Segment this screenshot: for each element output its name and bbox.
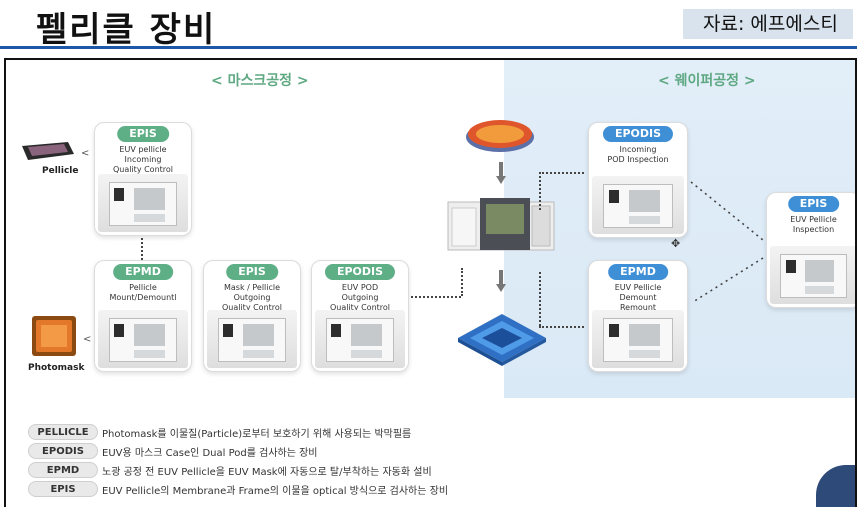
connector-line: [539, 172, 541, 210]
badge-epmd: EPMD: [608, 264, 668, 280]
arrow-down-icon: [496, 162, 506, 184]
chevron-left-icon: <: [81, 148, 90, 159]
badge-epmd: EPMD: [113, 264, 173, 280]
equipment-image: [592, 176, 684, 234]
connector-line: [539, 272, 541, 326]
equipment-image: [592, 310, 684, 368]
section-label-mask: < 마스크공정 >: [211, 73, 309, 89]
page-title: 펠리클 장비: [36, 10, 217, 50]
connector-line: [411, 296, 461, 298]
legend-text: EUV용 마스크 Case인 Dual Pod를 검사하는 장비: [102, 448, 318, 459]
photomask-label: Photomask: [28, 363, 85, 373]
badge-epodis: EPODIS: [602, 126, 674, 142]
equipment-image: [98, 310, 188, 368]
badge-epodis: EPODIS: [324, 264, 396, 280]
badge-epis: EPIS: [787, 196, 840, 212]
badge-epis: EPIS: [117, 126, 169, 142]
equipment-image: [770, 246, 855, 304]
pellicle-image: [18, 140, 76, 162]
connector-line: [141, 238, 143, 260]
presenter-silhouette: [816, 465, 855, 507]
connector-line: [461, 268, 463, 296]
move-cursor-icon: ✥: [671, 237, 681, 250]
pellicle-label: Pellicle: [42, 166, 79, 176]
connector-diagonal: [689, 178, 769, 308]
legend-text: 노광 공정 전 EUV Pellicle을 EUV Mask에 자동으로 탈/부…: [102, 467, 432, 478]
legend-key: EPIS: [28, 481, 98, 497]
badge-epis: EPIS: [226, 264, 278, 280]
legend-text: Photomask를 이물질(Particle)로부터 보호하기 위해 사용되는…: [102, 429, 412, 440]
connector-line: [539, 172, 584, 174]
title-rule: [0, 46, 857, 49]
legend-text: EUV Pellicle의 Membrane과 Frame의 이물을 optic…: [102, 486, 449, 497]
diagram-frame: < 마스크공정 > < 웨이퍼공정 > Pellicle < Photomask…: [4, 58, 857, 507]
equipment-image: [98, 174, 188, 232]
chevron-left-icon: <: [83, 334, 92, 345]
photomask-image: [30, 315, 78, 357]
section-label-wafer: < 웨이퍼공정 >: [658, 73, 756, 89]
wafer-image: [464, 116, 536, 154]
equipment-image: [207, 310, 297, 368]
chip-image: [454, 308, 550, 366]
legend-key: EPMD: [28, 462, 98, 478]
arrow-down-icon: [496, 270, 506, 292]
connector-line: [539, 326, 584, 328]
equipment-image: [315, 310, 405, 368]
legend-key: PELLICLE: [28, 424, 98, 440]
source-label: 자료: 에프에스티: [683, 9, 853, 39]
euv-scanner-image: [446, 194, 556, 254]
legend-key: EPODIS: [28, 443, 98, 459]
